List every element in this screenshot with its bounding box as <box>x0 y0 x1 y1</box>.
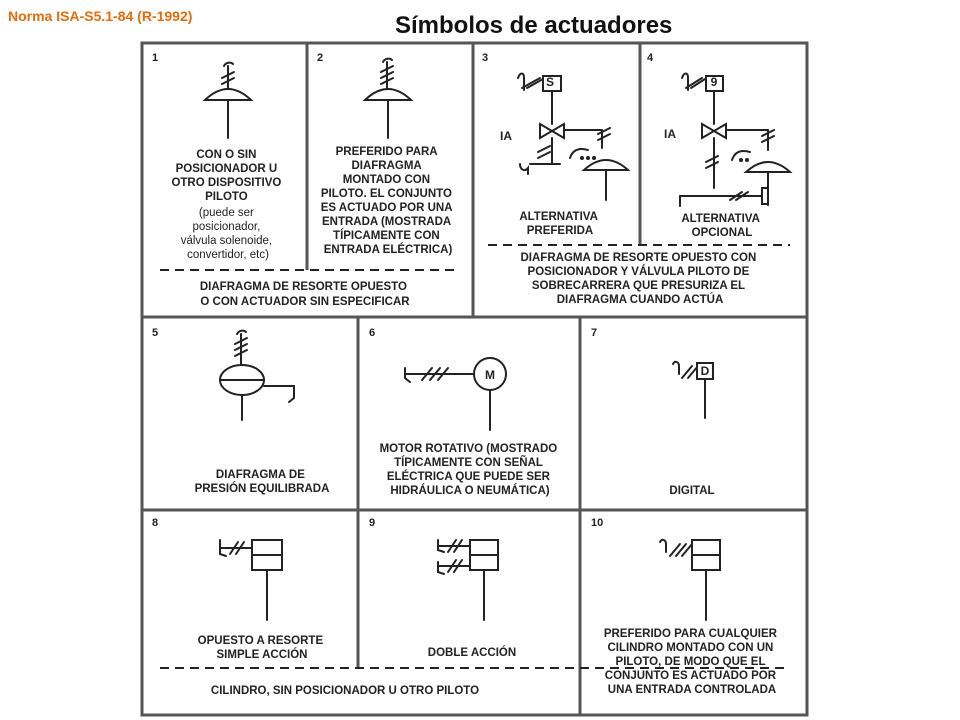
cell-5-number: 5 <box>152 327 158 339</box>
group-3-4-caption-line: POSICIONADOR Y VÁLVULA PILOTO DE <box>528 265 750 278</box>
diaphragm-positioner-preferred-icon <box>517 72 631 201</box>
cell-6-number: 6 <box>369 327 375 339</box>
cell-10-caption-line: UNA ENTRADA CONTROLADA <box>608 684 776 696</box>
cell-1-caption: CON O SIN POSICIONADOR U OTRO DISPOSITIV… <box>171 149 284 261</box>
cell-2-caption-line: ENTRADA ELÉCTRICA) <box>324 243 453 256</box>
cell-3-caption: ALTERNATIVA PREFERIDA <box>519 211 600 237</box>
cell-6-caption-line: TÍPICAMENTE CON SEÑAL <box>394 456 543 469</box>
single-acting-cylinder-icon <box>219 539 283 621</box>
cell-4-caption-line: ALTERNATIVA <box>681 213 759 225</box>
cell-5-caption: DIAFRAGMA DE PRESIÓN EQUILIBRADA <box>195 469 330 495</box>
digital-d-label: D <box>701 364 710 378</box>
cell-9-caption-line: DOBLE ACCIÓN <box>428 646 516 659</box>
cell-2-caption-line: PREFERIDO PARA <box>336 146 438 158</box>
cell-2-number: 2 <box>317 52 323 64</box>
cell-2-caption-line: TÍPICAMENTE CON <box>333 229 440 242</box>
balanced-diaphragm-icon <box>219 329 295 421</box>
cell-1-caption-line: (puede ser <box>199 207 254 219</box>
cell-1-caption-line: CON O SIN <box>196 149 256 161</box>
group-3-4-caption-line: DIAFRAGMA CUANDO ACTÚA <box>557 293 724 306</box>
cell-3-number: 3 <box>482 52 488 64</box>
diaphragm-actuator-icon <box>202 61 254 139</box>
cell-4-number: 4 <box>647 52 654 64</box>
double-acting-cylinder-icon <box>437 539 499 621</box>
cell-1-caption-line: POSICIONADOR U <box>176 163 278 175</box>
cell-1-caption-line: OTRO DISPOSITIVO <box>171 177 281 189</box>
cell-8-caption: OPUESTO A RESORTE SIMPLE ACCIÓN <box>198 635 327 661</box>
cell-9-number: 9 <box>369 517 375 529</box>
cell-10-caption-line: CONJUNTO ES ACTUADO POR <box>605 670 777 682</box>
cell-2-caption-line: DIAFRAGMA <box>351 160 421 172</box>
cell-9-caption: DOBLE ACCIÓN <box>428 646 516 659</box>
cell-2-caption-line: PILOTO. EL CONJUNTO <box>321 188 452 200</box>
cell-5-caption-line: PRESIÓN EQUILIBRADA <box>195 482 330 495</box>
cell-8-caption-line: SIMPLE ACCIÓN <box>217 648 308 661</box>
cell-4-caption: ALTERNATIVA OPCIONAL <box>681 213 762 239</box>
grid-frame <box>140 41 809 717</box>
ia-label-4: IA <box>664 127 676 141</box>
group-3-4-caption-line: DIAFRAGMA DE RESORTE OPUESTO CON <box>521 252 757 264</box>
cell-2-caption-line: ENTRADA (MOSTRADA <box>322 216 451 228</box>
page-title: Símbolos de actuadores <box>395 12 673 39</box>
cell-8-caption-line: OPUESTO A RESORTE <box>198 635 324 647</box>
cell-1-number: 1 <box>152 52 158 64</box>
cell-7-caption-line: DIGITAL <box>669 485 714 497</box>
solenoid-s-label: S <box>546 75 554 89</box>
standard-label: Norma ISA-S5.1-84 (R-1992) <box>8 8 193 24</box>
cell-8-number: 8 <box>152 517 158 529</box>
cell-1-caption-line: válvula solenoide, <box>181 235 272 247</box>
cell-3-caption-line: PREFERIDA <box>527 225 593 237</box>
cell-6-caption-line: ELÉCTRICA QUE PUEDE SER <box>387 470 551 483</box>
cell-7-number: 7 <box>591 327 597 339</box>
group-1-2-caption-line: O CON ACTUADOR SIN ESPECIFICAR <box>200 296 410 308</box>
diaphragm-positioner-optional-icon <box>679 72 793 207</box>
solenoid-9-label: 9 <box>711 75 718 89</box>
cell-6-caption: MOTOR ROTATIVO (MOSTRADO TÍPICAMENTE CON… <box>380 443 561 497</box>
rotary-motor-icon <box>404 357 507 431</box>
cell-10-caption-line: PILOTO, DE MODO QUE EL <box>616 656 766 668</box>
ia-label-3: IA <box>500 129 512 143</box>
cell-10-caption: PREFERIDO PARA CUALQUIER CILINDRO MONTAD… <box>604 628 780 696</box>
cell-5-caption-line: DIAFRAGMA DE <box>216 469 305 481</box>
cell-1-caption-line: posicionador, <box>193 221 261 233</box>
cell-2-caption-line: ES ACTUADO POR UNA <box>321 202 453 214</box>
digital-actuator-icon <box>672 360 714 419</box>
cell-4-caption-line: OPCIONAL <box>692 227 753 239</box>
group-8-9-caption: CILINDRO, SIN POSICIONADOR U OTRO PILOTO <box>211 685 479 697</box>
piloted-cylinder-icon <box>659 538 721 621</box>
cell-2-caption: PREFERIDO PARA DIAFRAGMA MONTADO CON PIL… <box>321 146 456 256</box>
group-3-4-caption: DIAFRAGMA DE RESORTE OPUESTO CON POSICIO… <box>521 252 760 306</box>
cell-6-caption-line: MOTOR ROTATIVO (MOSTRADO <box>380 443 558 455</box>
group-1-2-caption: DIAFRAGMA DE RESORTE OPUESTO O CON ACTUA… <box>200 281 410 308</box>
group-8-9-caption-line: CILINDRO, SIN POSICIONADOR U OTRO PILOTO <box>211 685 479 697</box>
cell-3-caption-line: ALTERNATIVA <box>519 211 597 223</box>
cell-10-caption-line: PREFERIDO PARA CUALQUIER <box>604 628 778 640</box>
cell-1-caption-line: PILOTO <box>205 191 248 203</box>
cell-6-caption-line: HIDRÁULICA O NEUMÁTICA) <box>390 484 549 497</box>
cell-10-number: 10 <box>591 517 603 529</box>
cell-2-caption-line: MONTADO CON <box>343 174 430 186</box>
cell-7-caption: DIGITAL <box>669 485 714 497</box>
group-1-2-caption-line: DIAFRAGMA DE RESORTE OPUESTO <box>200 281 407 293</box>
group-3-4-caption-line: SOBRECARRERA QUE PRESURIZA EL <box>532 280 745 292</box>
motor-m-label: M <box>485 368 495 382</box>
diaphragm-piloted-icon <box>362 57 414 139</box>
cell-1-caption-line: convertidor, etc) <box>187 249 269 261</box>
cell-10-caption-line: CILINDRO MONTADO CON UN <box>607 642 773 654</box>
